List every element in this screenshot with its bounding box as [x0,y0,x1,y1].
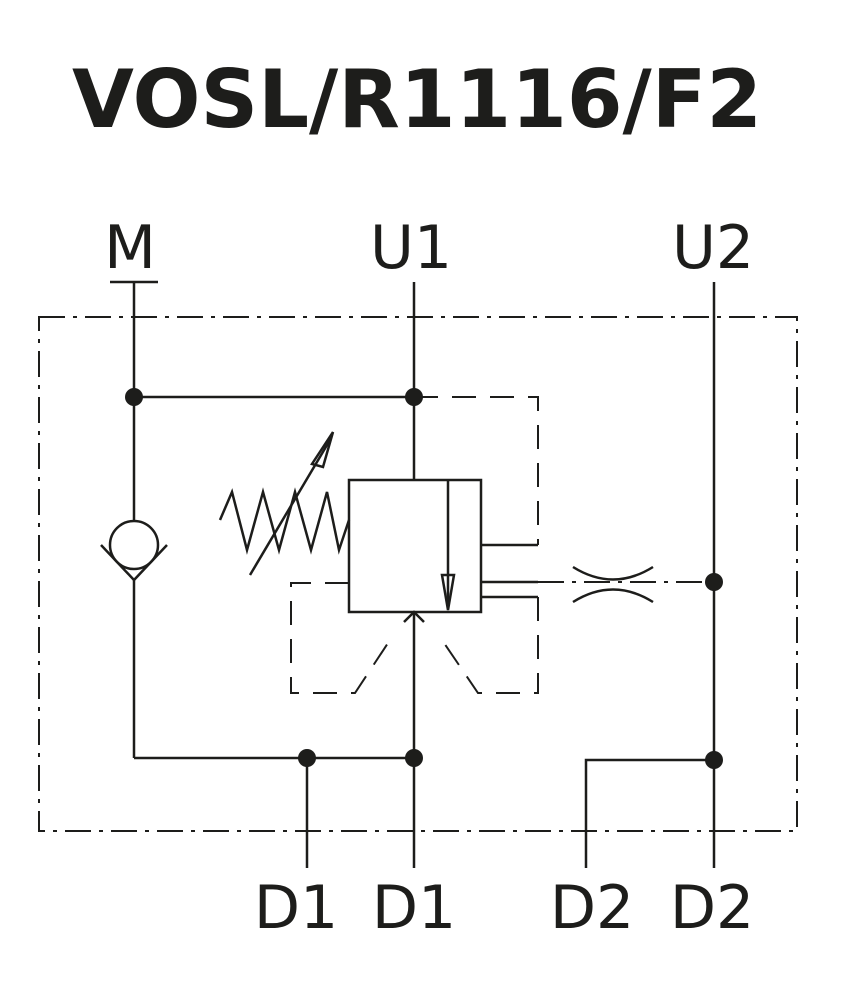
junction-dot [405,749,423,767]
spring-symbol [218,487,351,555]
d2-left-line [584,758,714,868]
left-pilot-dashed-line [290,582,391,694]
port-label-d1-right: D1 [372,873,456,943]
junction-dot [125,388,143,406]
upper-pilot-dashed-line [414,396,539,545]
port-label-u1: U1 [370,213,452,283]
junction-dot [405,388,423,406]
junction-dot [705,573,723,591]
junction-dot [298,749,316,767]
valve-inlet-chevron [403,610,425,623]
valve-body-outline [38,316,798,832]
port-label-d2-left: D2 [550,873,634,943]
diagram-title: VOSL/R1116/F2 [72,53,762,146]
orifice-symbol [572,565,654,604]
adjustment-arrow-head [310,431,335,469]
port-label-d2-right: D2 [670,873,754,943]
right-pilot-dashed-line [441,597,539,694]
port-label-u2: U2 [672,213,754,283]
orifice-arc-upper [572,565,654,581]
junction-dot [705,751,723,769]
port-label-d1-left: D1 [254,873,338,943]
port-label-m: M [104,213,156,283]
adjustment-arrow-shaft [248,439,332,576]
relief-valve-box [347,478,483,614]
orifice-arc-lower [572,588,654,604]
valve-flow-arrow-head [440,573,456,611]
check-valve-symbol [100,519,168,582]
check-valve-ball [108,519,160,571]
